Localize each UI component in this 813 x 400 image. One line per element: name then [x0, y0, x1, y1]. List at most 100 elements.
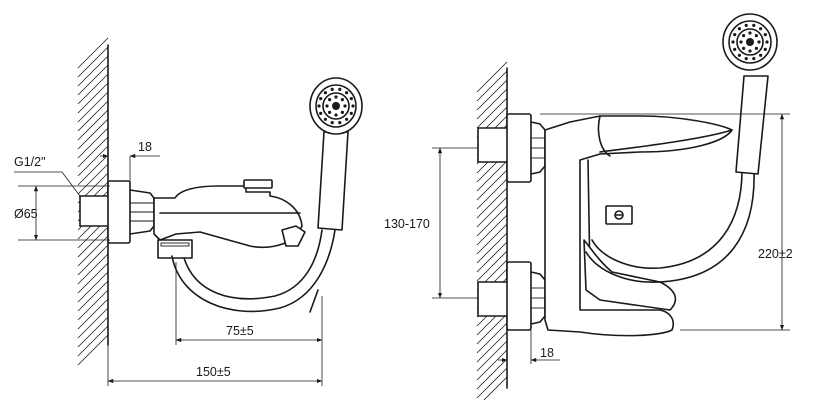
hatch-line: [476, 160, 508, 192]
hatch-line: [77, 271, 109, 303]
wall-connector-left: [79, 180, 155, 244]
nozzle-dot: [739, 40, 743, 44]
nozzle-dot: [319, 111, 323, 115]
hose-right: [585, 169, 755, 283]
nozzle-dot: [340, 110, 344, 114]
dim-diameter: Ø65: [14, 207, 38, 221]
hatch-line: [476, 340, 508, 372]
hatch-line: [476, 187, 508, 219]
nozzle-dot: [323, 117, 327, 121]
nozzle-dot: [759, 53, 763, 57]
nozzle-dot: [343, 104, 347, 108]
hatch-line: [77, 163, 109, 195]
hatch-line: [77, 154, 109, 186]
hatch-line: [77, 64, 109, 96]
hatch-line: [476, 61, 508, 93]
hand-shower-left-icon: [309, 77, 363, 231]
nozzle-dot: [351, 104, 355, 108]
nozzle-dot: [330, 121, 334, 125]
nozzle-dot: [334, 95, 338, 99]
nozzle-dot: [742, 46, 746, 51]
wall-connector-right-upper: [477, 113, 546, 183]
hatch-line: [476, 322, 508, 354]
dimensions-right: [432, 113, 790, 364]
hatch-line: [77, 145, 109, 177]
hatch-line: [77, 244, 109, 276]
nozzle-dot: [345, 91, 349, 95]
hatch-line: [476, 205, 508, 237]
hatch-line: [476, 313, 508, 345]
hand-shower-right-icon: [722, 13, 778, 175]
hatch-line: [483, 376, 508, 400]
hatch-line: [476, 214, 508, 246]
hatch-line: [476, 97, 508, 129]
hatch-line: [77, 127, 109, 159]
dim-offset-right: 18: [540, 346, 554, 360]
hatch-line: [476, 70, 508, 102]
hatch-line: [77, 325, 109, 357]
nozzle-dot: [733, 47, 737, 52]
nozzle-dot: [737, 27, 742, 31]
dim-center-range: 130-170: [384, 217, 430, 231]
nozzle-dot: [334, 113, 338, 117]
dim-height: 220±2: [758, 247, 793, 261]
hatch-line: [77, 46, 109, 78]
nozzle-dot: [744, 57, 748, 61]
hatch-line: [77, 226, 109, 258]
dim-total-depth: 150±5: [196, 365, 231, 379]
wall-connector-right-lower: [477, 261, 546, 331]
nozzle-dot: [325, 104, 329, 108]
nozzle-dot: [763, 47, 767, 52]
nozzle-dot: [737, 53, 742, 57]
hatch-line: [77, 100, 109, 132]
dimensions-left: [14, 153, 323, 386]
nozzle-dot: [742, 34, 746, 38]
dim-spout-reach: 75±5: [226, 324, 254, 338]
hatch-line: [476, 349, 508, 381]
hatch-line: [476, 196, 508, 228]
hatch-line: [476, 331, 508, 363]
nozzle-dot: [338, 121, 342, 125]
hatch-line: [77, 334, 109, 366]
hatch-line: [77, 109, 109, 141]
nozzle-dot: [744, 23, 748, 27]
hatch-line: [77, 307, 109, 339]
mixer-body-right: [544, 115, 733, 337]
hatch-line: [77, 316, 109, 348]
nozzle-dot: [330, 87, 334, 91]
nozzle-dot: [323, 91, 327, 95]
nozzle-dot: [752, 57, 756, 61]
nozzle-dot: [328, 98, 332, 102]
nozzle-dot: [349, 111, 353, 115]
nozzle-dot: [345, 117, 349, 121]
nozzle-dot: [338, 87, 342, 91]
hatch-line: [476, 241, 508, 273]
hatch-line: [476, 169, 508, 201]
hatch-line: [77, 280, 109, 312]
nozzle-dot: [733, 33, 737, 37]
nozzle-dot: [731, 40, 735, 44]
hatch-line: [77, 91, 109, 123]
hatch-line: [476, 88, 508, 120]
wall-hatch-right-icon: [476, 61, 508, 400]
hatch-line: [476, 79, 508, 111]
hatch-line: [476, 358, 508, 390]
hatch-line: [77, 136, 109, 168]
hose-left: [171, 229, 336, 313]
hatch-line: [77, 73, 109, 105]
nozzle-dot: [754, 46, 759, 51]
hatch-line: [476, 223, 508, 255]
hatch-line: [77, 262, 109, 294]
nozzle-dot: [317, 104, 321, 108]
nozzle-dot: [340, 98, 344, 102]
hatch-line: [476, 250, 508, 282]
nozzle-dot: [349, 97, 353, 101]
nozzle-dot: [748, 31, 752, 35]
hatch-line: [77, 82, 109, 114]
hatch-line: [476, 367, 508, 399]
nozzle-dot: [754, 34, 759, 38]
hatch-line: [77, 289, 109, 321]
nozzle-dot: [763, 33, 767, 37]
